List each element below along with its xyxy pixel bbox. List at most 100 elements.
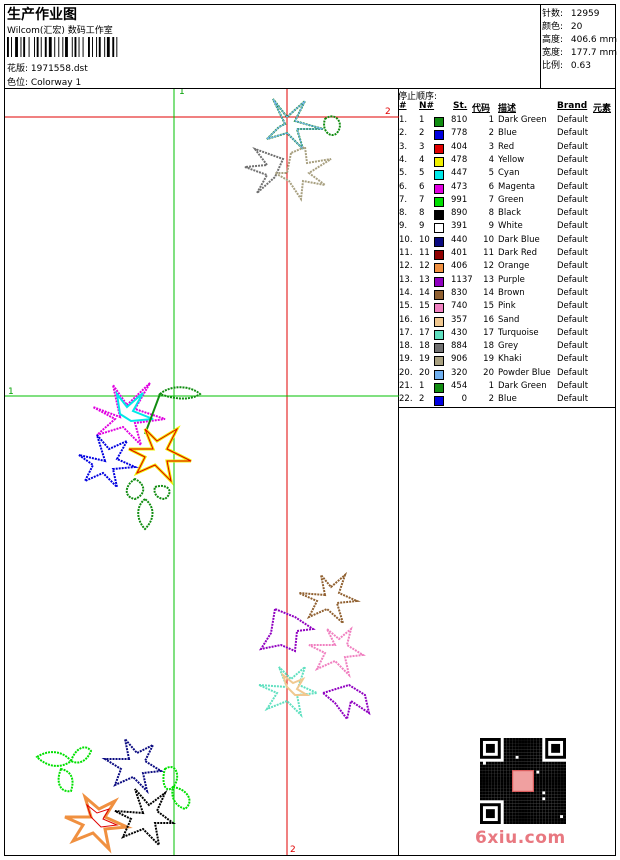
row-needle: 16 bbox=[419, 314, 430, 325]
qr-module bbox=[551, 761, 555, 765]
barcode-bar bbox=[7, 37, 9, 57]
qr-module bbox=[560, 773, 564, 777]
qr-module bbox=[509, 809, 513, 813]
qr-module bbox=[485, 794, 489, 798]
qr-module bbox=[488, 785, 492, 789]
row-code: 19 bbox=[483, 354, 494, 365]
qr-module bbox=[530, 758, 534, 762]
qr-module bbox=[506, 738, 510, 741]
qr-module bbox=[506, 821, 510, 824]
row-code: 12 bbox=[483, 261, 494, 272]
qr-module bbox=[497, 767, 501, 771]
barcode-bar bbox=[15, 37, 18, 57]
row-brand: Default bbox=[557, 274, 589, 285]
marker-red-right: 2 bbox=[385, 107, 391, 117]
qr-module bbox=[554, 782, 558, 786]
row-needle: 10 bbox=[419, 234, 430, 245]
qr-module bbox=[530, 812, 534, 816]
qr-module bbox=[563, 803, 566, 807]
qr-module bbox=[512, 809, 516, 813]
qr-module bbox=[485, 788, 489, 792]
flower-cluster-top bbox=[244, 98, 341, 202]
row-stitches: 401 bbox=[451, 248, 468, 258]
row-description: Dark Blue bbox=[498, 234, 540, 245]
qr-module bbox=[521, 800, 525, 804]
qr-module bbox=[509, 815, 513, 819]
qr-module bbox=[542, 782, 546, 786]
qr-module bbox=[509, 773, 513, 777]
qr-module bbox=[503, 803, 507, 807]
qr-module bbox=[518, 767, 522, 771]
qr-module bbox=[524, 767, 528, 771]
barcode-bar bbox=[92, 37, 93, 57]
qr-module bbox=[527, 812, 531, 816]
qr-module bbox=[524, 758, 528, 762]
qr-module bbox=[539, 746, 543, 750]
qr-module bbox=[506, 773, 510, 777]
qr-module bbox=[503, 794, 507, 798]
qr-module bbox=[521, 791, 525, 795]
qr-module bbox=[524, 809, 528, 813]
qr-module bbox=[503, 740, 507, 744]
qr-module bbox=[506, 776, 510, 780]
qr-module bbox=[539, 791, 543, 795]
header-divider-horizontal bbox=[4, 88, 616, 89]
qr-module bbox=[539, 821, 543, 824]
qr-module bbox=[512, 797, 516, 801]
qr-module bbox=[548, 785, 552, 789]
qr-module bbox=[545, 791, 549, 795]
qr-module bbox=[542, 776, 546, 780]
qr-module bbox=[524, 815, 528, 819]
qr-module bbox=[557, 815, 561, 819]
qr-module bbox=[509, 764, 513, 768]
qr-module bbox=[503, 788, 507, 792]
qr-module bbox=[533, 761, 537, 765]
qr-module bbox=[494, 764, 498, 768]
qr-module bbox=[539, 818, 543, 822]
qr-module bbox=[497, 794, 501, 798]
qr-module bbox=[518, 809, 522, 813]
qr-module bbox=[527, 815, 531, 819]
qr-module bbox=[554, 770, 558, 774]
qr-module bbox=[539, 812, 543, 816]
qr-module bbox=[533, 740, 537, 744]
row-code: 18 bbox=[483, 341, 494, 352]
qr-module bbox=[488, 767, 492, 771]
qr-module bbox=[530, 740, 534, 744]
qr-module bbox=[485, 797, 489, 801]
qr-module bbox=[539, 755, 543, 759]
qr-module bbox=[545, 782, 549, 786]
row-brand: Default bbox=[557, 154, 589, 165]
qr-module bbox=[533, 764, 537, 768]
qr-module bbox=[533, 815, 537, 819]
qr-module bbox=[515, 815, 519, 819]
qr-module bbox=[491, 785, 495, 789]
qr-module bbox=[548, 767, 552, 771]
color-swatch bbox=[434, 356, 444, 367]
qr-module bbox=[524, 821, 528, 824]
row-brand: Default bbox=[557, 314, 589, 325]
design-canvas[interactable]: 1 2 1 2 bbox=[5, 89, 399, 855]
